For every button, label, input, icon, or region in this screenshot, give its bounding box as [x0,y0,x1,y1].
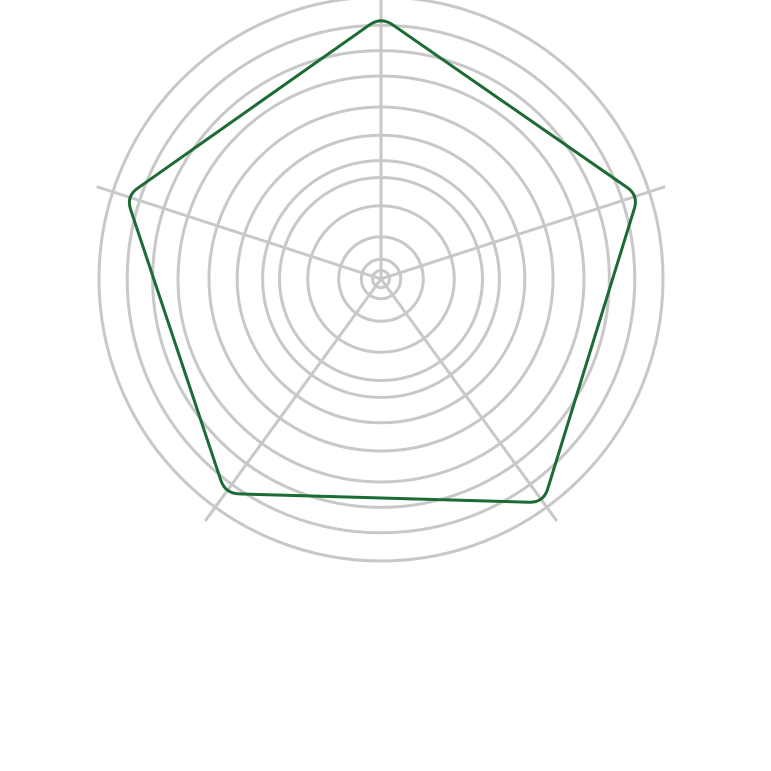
radar-grid-ring-4 [278,176,484,382]
radar-grid-ring-6 [235,133,527,425]
radar-grid-ring-11 [97,0,665,563]
radar-grid-ring-2 [337,235,425,323]
radar-grid-ring-0 [371,269,391,289]
radar-spoke-3 [204,278,383,522]
radar-grid-ring-3 [306,204,456,354]
radar-grid-ring-10 [125,23,637,535]
radar-grid-ring-8 [176,74,586,484]
radar-series-0 [127,19,637,504]
radar-spoke-1 [380,185,666,281]
radar-grid-ring-7 [207,105,555,453]
radar-grid-ring-5 [261,159,501,399]
radar-spoke-4 [96,185,382,281]
radar-grid-ring-1 [359,257,403,301]
radar-spoke-2 [379,278,558,522]
